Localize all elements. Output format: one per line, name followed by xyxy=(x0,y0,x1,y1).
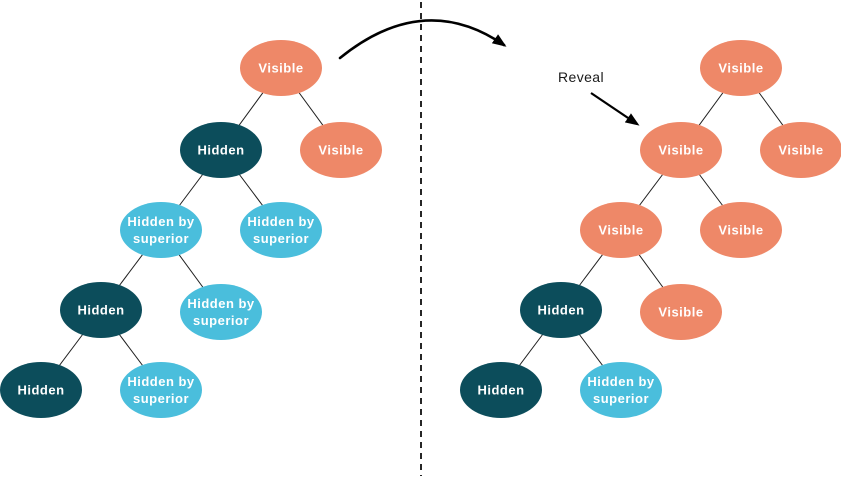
node-after-a3-visible: Visible xyxy=(760,122,841,178)
node-label: Hidden xyxy=(197,143,244,158)
node-before-b1-visible: Visible xyxy=(240,40,322,96)
node-before-b2-hidden: Hidden xyxy=(180,122,262,178)
visible-node-ellipse xyxy=(760,122,841,178)
node-label: Visible xyxy=(778,143,823,158)
hidden-by-superior-node-ellipse xyxy=(580,362,662,418)
node-label: Hidden xyxy=(537,303,584,318)
node-label: Visible xyxy=(658,305,703,320)
node-after-a2-visible: Visible xyxy=(640,122,722,178)
hidden-node-ellipse xyxy=(180,122,262,178)
reveal-label: Reveal xyxy=(558,69,604,85)
visible-node-ellipse xyxy=(640,284,722,340)
hidden-node-ellipse xyxy=(0,362,82,418)
node-after-a6-hidden: Hidden xyxy=(520,282,602,338)
visible-node-ellipse xyxy=(300,122,382,178)
node-label: Visible xyxy=(318,143,363,158)
node-after-a1-visible: Visible xyxy=(700,40,782,96)
node-after-a5-visible: Visible xyxy=(700,202,782,258)
node-before-b3-visible: Visible xyxy=(300,122,382,178)
hidden-node-ellipse xyxy=(60,282,142,338)
node-label: Visible xyxy=(658,143,703,158)
visible-node-ellipse xyxy=(240,40,322,96)
reveal-annotation: Reveal xyxy=(558,69,640,126)
node-after-a4-visible: Visible xyxy=(580,202,662,258)
node-before-b8-hidden: Hidden xyxy=(0,362,82,418)
node-label: Visible xyxy=(598,223,643,238)
node-label: Hidden xyxy=(477,383,524,398)
hidden-by-superior-node-ellipse xyxy=(180,284,262,340)
node-label: Hidden xyxy=(77,303,124,318)
node-before-b6-hidden: Hidden xyxy=(60,282,142,338)
visible-node-ellipse xyxy=(700,202,782,258)
hidden-by-superior-node-ellipse xyxy=(120,362,202,418)
hidden-node-ellipse xyxy=(520,282,602,338)
visible-node-ellipse xyxy=(640,122,722,178)
node-label: Visible xyxy=(258,61,303,76)
hidden-by-superior-node-ellipse xyxy=(240,202,322,258)
transform-arrow-icon xyxy=(338,19,507,60)
hidden-node-ellipse xyxy=(460,362,542,418)
node-after-a7-visible: Visible xyxy=(640,284,722,340)
node-label: Visible xyxy=(718,61,763,76)
visible-node-ellipse xyxy=(580,202,662,258)
node-after-a8-hidden: Hidden xyxy=(460,362,542,418)
node-label: Visible xyxy=(718,223,763,238)
hidden-by-superior-node-ellipse xyxy=(120,202,202,258)
visible-node-ellipse xyxy=(700,40,782,96)
reveal-arrow-icon xyxy=(590,92,640,126)
node-label: Hidden xyxy=(17,383,64,398)
